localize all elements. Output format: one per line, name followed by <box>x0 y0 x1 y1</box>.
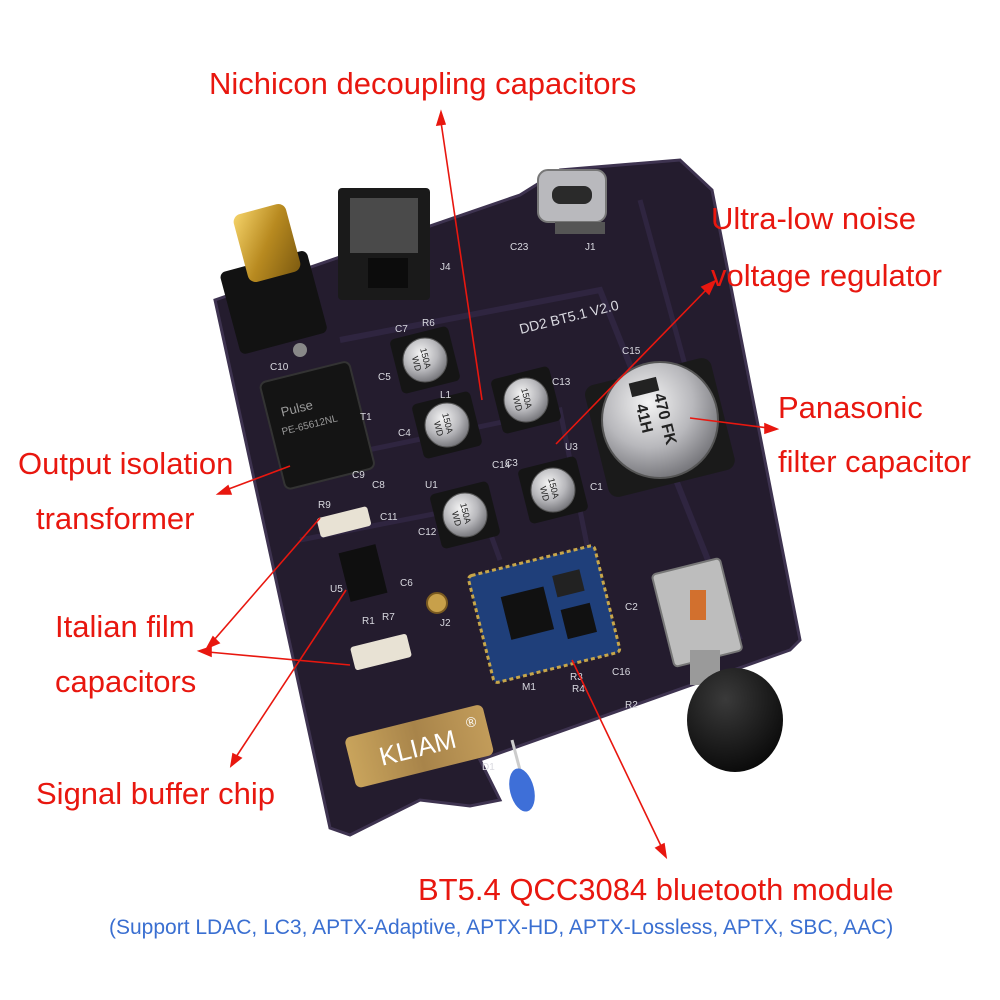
usb-c-port <box>537 169 607 234</box>
kliam-logo-plate: KLIAM ® <box>345 705 494 788</box>
panasonic-filter-capacitor: 470 FK 41H <box>585 358 735 497</box>
film-capacitors <box>316 506 412 671</box>
ref-c8: C8 <box>372 480 385 491</box>
blue-led <box>509 739 535 812</box>
label-film-line1: Italian film <box>55 609 195 644</box>
optical-jack <box>338 188 430 300</box>
signal-buffer-chip <box>338 544 388 602</box>
ref-d1: D1 <box>482 762 495 773</box>
ref-u1: U1 <box>425 480 438 491</box>
ref-t1: T1 <box>360 412 372 423</box>
ref-c13: C13 <box>552 377 571 388</box>
ref-u3: U3 <box>565 442 578 453</box>
svg-text:150A: 150A <box>440 412 455 435</box>
ref-c12: C12 <box>418 527 437 538</box>
label-transformer-line1: Output isolation <box>18 446 234 481</box>
svg-text:150A: 150A <box>458 502 473 525</box>
ref-c4: C4 <box>398 428 411 439</box>
rca-coaxial-jack <box>220 204 327 357</box>
label-regulator-line1: Ultra-low noise <box>711 201 917 236</box>
volume-potentiometer <box>651 557 783 772</box>
ref-c15: C15 <box>622 346 641 357</box>
ref-c7: C7 <box>395 324 408 335</box>
svg-text:150A: 150A <box>418 347 433 370</box>
label-regulator-line2: voltage regulator <box>711 258 942 293</box>
ref-c16: C16 <box>612 667 631 678</box>
svg-text:®: ® <box>464 713 479 731</box>
ref-j1: J1 <box>585 242 596 253</box>
label-signal-buffer: Signal buffer chip <box>36 776 275 811</box>
ref-c23: C23 <box>510 242 529 253</box>
ref-c14: C14 <box>492 460 511 471</box>
svg-text:150A: 150A <box>519 387 534 410</box>
ref-u5: U5 <box>330 584 343 595</box>
svg-text:150A: 150A <box>546 477 561 500</box>
ref-j4: J4 <box>440 262 451 273</box>
svg-text:WD: WD <box>432 420 445 437</box>
ref-c2: C2 <box>625 602 638 613</box>
svg-text:WD: WD <box>538 485 551 502</box>
output-transformer: Pulse PE-65612NL <box>259 361 375 490</box>
callout-arrows <box>196 109 780 860</box>
label-panasonic-line2: filter capacitor <box>778 444 971 479</box>
ref-r9: R9 <box>318 500 331 511</box>
bluetooth-module <box>467 544 622 684</box>
svg-text:WD: WD <box>450 510 463 527</box>
label-bluetooth-module: BT5.4 QCC3084 bluetooth module <box>418 872 894 907</box>
ref-c3: C3 <box>505 458 518 469</box>
ref-c1: C1 <box>590 482 603 493</box>
ref-r1: R1 <box>362 616 375 627</box>
label-transformer-line2: transformer <box>36 501 195 536</box>
ref-j2: J2 <box>440 618 451 629</box>
reference-designators: C10 C7 R6 J4 C23 J1 C5 L1 C13 C15 C4 U3 … <box>270 242 641 773</box>
ref-r2: R2 <box>625 700 638 711</box>
ref-r7: R7 <box>382 612 395 623</box>
svg-text:WD: WD <box>410 355 423 372</box>
ref-c11: C11 <box>380 512 398 523</box>
ref-c10: C10 <box>270 362 289 373</box>
svg-text:WD: WD <box>511 395 524 412</box>
big-cap-marking2: 41H <box>632 402 656 435</box>
ref-l1: L1 <box>440 390 452 401</box>
ref-r3: R3 <box>570 672 583 683</box>
ref-c6: C6 <box>400 578 413 589</box>
label-panasonic-line1: Panasonic <box>778 390 923 425</box>
label-codec-support: (Support LDAC, LC3, APTX-Adaptive, APTX-… <box>109 916 894 939</box>
ref-c9: C9 <box>352 470 365 481</box>
ref-c5: C5 <box>378 372 391 383</box>
label-film-line2: capacitors <box>55 664 197 699</box>
ref-r6: R6 <box>422 318 435 329</box>
ref-r4: R4 <box>572 684 585 695</box>
label-nichicon-capacitors: Nichicon decoupling capacitors <box>209 66 637 101</box>
ref-m1: M1 <box>522 682 536 693</box>
antenna-connector <box>426 592 448 614</box>
